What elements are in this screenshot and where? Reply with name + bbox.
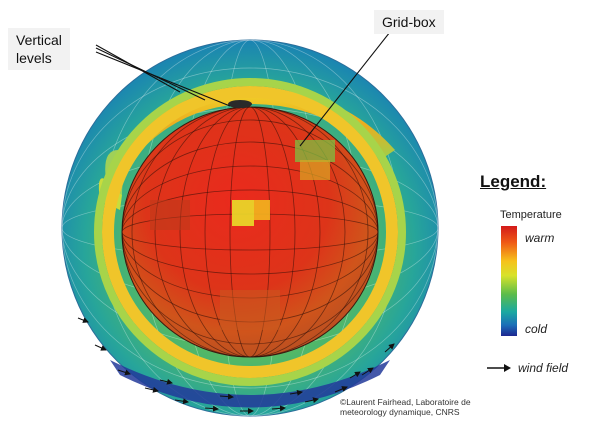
legend-wind-label: wind field: [518, 361, 569, 375]
legend-warm-label: warm: [525, 231, 555, 245]
vertical-levels-label: Vertical levels: [8, 28, 70, 70]
credit-line1: ©Laurent Fairhead, Laboratoire de: [340, 397, 471, 407]
legend-cold-label: cold: [525, 322, 548, 336]
vertical-levels-line2: levels: [16, 50, 52, 66]
legend-title: Legend:: [480, 172, 547, 191]
cutaway-shell-band: [94, 78, 406, 386]
grid-box-label: Grid-box: [374, 10, 444, 34]
vertical-levels-leaders: [95, 44, 231, 107]
credit-line2: meteorology dynamique, CNRS: [340, 407, 460, 417]
wind-field-arrows: [77, 317, 395, 414]
pole-marker: [228, 100, 252, 108]
grid-box-leader: [299, 31, 391, 147]
legend-temperature-label: Temperature: [500, 209, 562, 221]
inner-sphere-surface: [121, 106, 379, 358]
wind-arrow-icon: [487, 364, 511, 372]
image-credit: ©Laurent Fairhead, Laboratoire de meteor…: [340, 397, 515, 417]
vertical-levels-line1: Vertical: [16, 32, 62, 48]
temperature-color-scale: [501, 226, 517, 336]
